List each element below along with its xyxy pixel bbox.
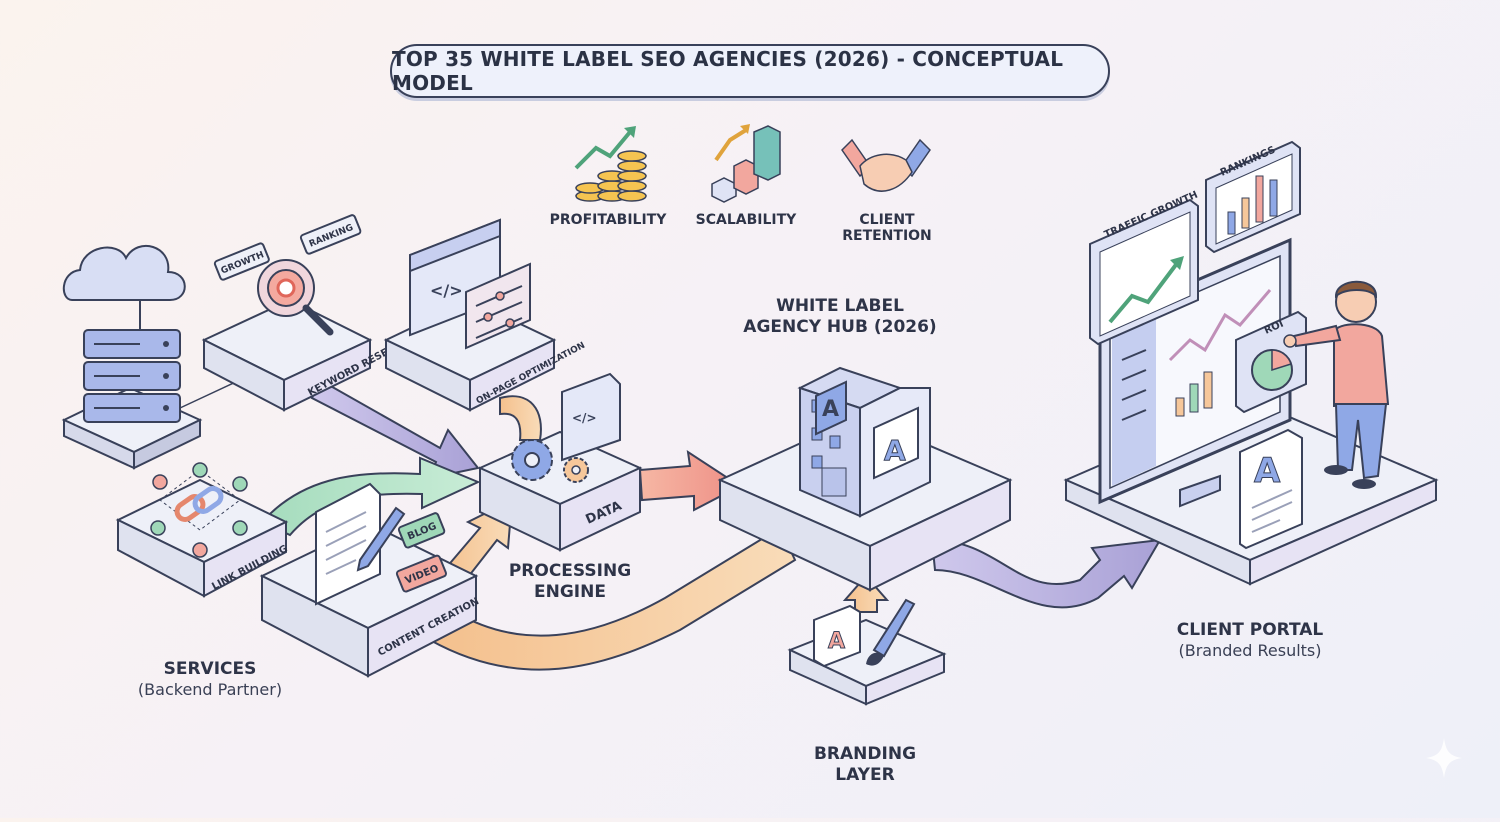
- cloud-icon: [62, 244, 186, 301]
- branding-up-arrow: [842, 574, 890, 613]
- building-icon: A A: [797, 366, 931, 518]
- growth-bars-icon: [711, 124, 781, 203]
- engine-to-hub-arrow: [638, 449, 742, 512]
- svg-text:A: A: [884, 434, 906, 467]
- hub-label: WHITE LABEL AGENCY HUB (2026): [740, 296, 940, 338]
- brand-a-icon: A: [813, 604, 861, 668]
- keyword-research-platform: KEYWORD RESEARCH GROWTH RANKING: [201, 214, 418, 412]
- svg-text:A: A: [828, 629, 845, 654]
- processing-engine-cube: DATA </>: [477, 372, 643, 552]
- portal-title: CLIENT PORTAL: [1176, 620, 1324, 640]
- link-building-platform: LINK BUILDING: [115, 462, 290, 598]
- cloud-server-group: [61, 244, 241, 470]
- svg-text:</>: </>: [430, 281, 463, 300]
- svg-text:</>: </>: [572, 411, 597, 425]
- rankings-card: RANKINGS: [1205, 140, 1301, 254]
- coins-growth-icon: [574, 126, 647, 202]
- onpage-to-engine-arrow: [499, 395, 542, 441]
- video-tag: VIDEO: [395, 554, 447, 593]
- engine-title-line1: PROCESSING: [508, 561, 632, 581]
- branding-title-line2: LAYER: [835, 765, 895, 785]
- branding-title-line1: BRANDING: [813, 744, 917, 764]
- services-title: SERVICES: [163, 659, 257, 679]
- processing-engine-label: PROCESSING ENGINE: [490, 561, 650, 603]
- hub-title-line1: WHITE LABEL: [776, 296, 904, 316]
- sparkle-icon: [1426, 738, 1462, 778]
- branding-layer-label: BRANDING LAYER: [780, 744, 950, 786]
- ranking-tag: RANKING: [299, 214, 362, 255]
- page-title: TOP 35 WHITE LABEL SEO AGENCIES (2026) -…: [390, 44, 1110, 98]
- benefit-client-retention-label: CLIENT RETENTION: [842, 212, 932, 244]
- document-icon: [315, 482, 381, 606]
- target-magnifier-icon: [257, 259, 334, 336]
- branding-platform: A: [787, 598, 947, 706]
- hub-to-portal-arrow: [930, 538, 1162, 609]
- services-label: SERVICES (Backend Partner): [110, 659, 310, 700]
- sliders-icon: [465, 262, 531, 350]
- branded-report-icon: A: [1239, 428, 1303, 550]
- benefit-scalability-label: SCALABILITY: [695, 212, 797, 228]
- paintbrush-icon: [866, 598, 916, 666]
- engine-title-line2: ENGINE: [534, 582, 606, 602]
- services-subtitle: (Backend Partner): [137, 680, 283, 699]
- svg-text:A: A: [1254, 451, 1281, 491]
- presenter-person-icon: [1283, 280, 1390, 489]
- agency-hub-platform: A A: [717, 366, 1013, 592]
- portal-subtitle: (Branded Results): [1178, 641, 1322, 660]
- server-stack-icon: [83, 329, 181, 423]
- on-page-platform: ON-PAGE OPTIMIZATION </>: [383, 218, 587, 412]
- benefit-profitability-label: PROFITABILITY: [549, 212, 667, 228]
- chain-link-icon: [150, 462, 248, 558]
- gear-icon: [511, 439, 589, 483]
- code-file-icon: </>: [561, 372, 621, 462]
- client-portal-label: CLIENT PORTAL (Branded Results): [1150, 620, 1350, 661]
- handshake-icon: [841, 138, 931, 192]
- blog-tag: BLOG: [397, 512, 446, 549]
- pencil-icon: [356, 506, 406, 572]
- content-creation-platform: CONTENT CREATION BLOG VIDEO: [259, 482, 481, 678]
- client-portal-platform: TRAFFIC GROWTH RANKINGS ROI A: [1063, 140, 1439, 586]
- hub-title-line2: AGENCY HUB (2026): [743, 317, 937, 337]
- svg-text:A: A: [822, 397, 839, 422]
